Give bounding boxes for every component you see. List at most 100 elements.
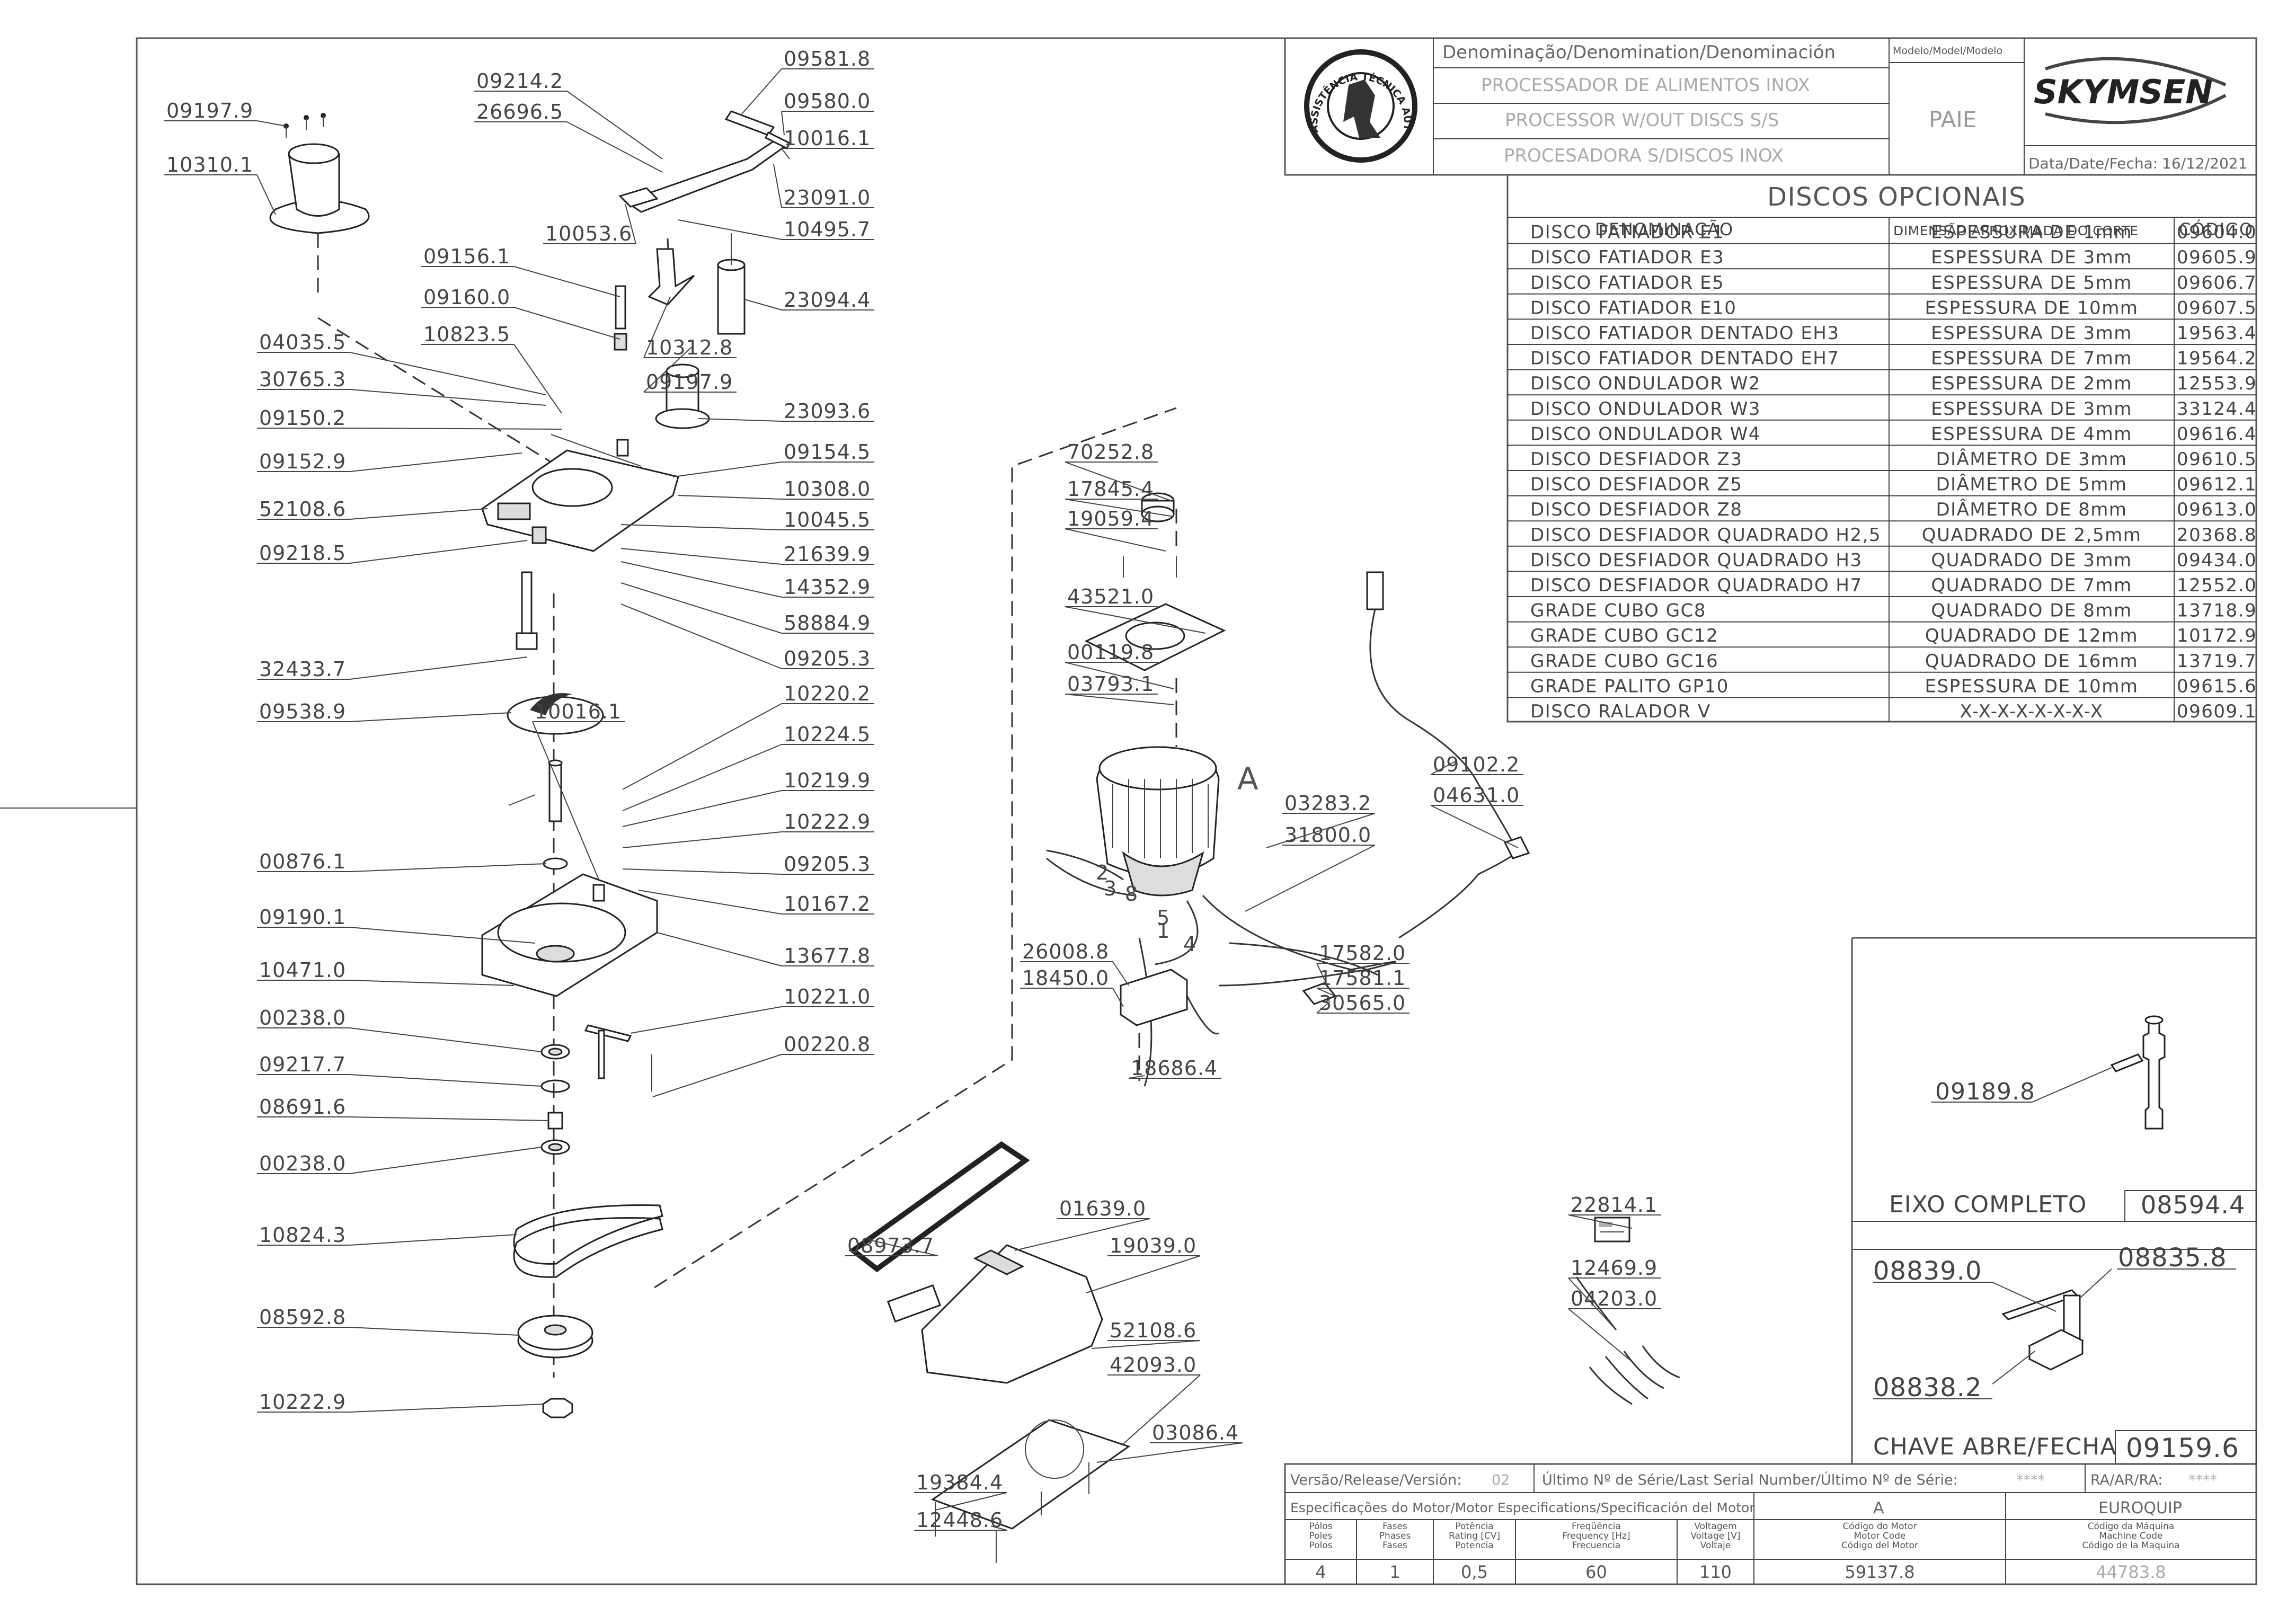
part-number-label: 18450.0	[1022, 966, 1109, 990]
disc-row-name: GRADE CUBO GC12	[1530, 625, 1718, 646]
spec-header: Voltage [V]	[1690, 1531, 1740, 1541]
part-number-label: 18686.4	[1131, 1057, 1218, 1080]
wire-number: 1	[1157, 919, 1170, 943]
spec-header: Voltagem	[1694, 1521, 1736, 1532]
motor-specs-label: Especificações do Motor/Motor Especifica…	[1290, 1500, 1755, 1515]
disc-row-dimension: ESPESSURA DE 5mm	[1931, 272, 2132, 294]
part-number-label: 03283.2	[1284, 792, 1371, 815]
serial-label: Último Nº de Série/Last Serial Number/Úl…	[1542, 1471, 1958, 1488]
part-number-label: 10222.9	[784, 810, 871, 833]
part-number-label: 08973.7	[847, 1234, 934, 1257]
part-number-label: 30765.3	[259, 368, 346, 391]
part-number-label: 09197.9	[646, 370, 733, 394]
part-number-label: 23094.4	[784, 288, 871, 312]
part-number-label: 23091.0	[784, 186, 871, 209]
disc-row-name: DISCO FATIADOR E1	[1530, 222, 1724, 243]
spec-header: Polos	[1309, 1540, 1332, 1551]
part-number-label: 30565.0	[1319, 991, 1406, 1015]
wire-number: 3	[1104, 877, 1117, 900]
part-number-label: 09218.5	[259, 542, 346, 565]
disc-row-dimension: ESPESSURA DE 1mm	[1931, 222, 2132, 243]
disc-row-dimension: ESPESSURA DE 3mm	[1931, 323, 2132, 344]
col-code: CÓDIGO	[2179, 219, 2254, 239]
part-number-label: 10224.5	[784, 723, 871, 746]
part-number-label: 09581.8	[784, 47, 871, 70]
part-number-label: 10221.0	[784, 985, 871, 1008]
key-code: 09159.6	[2126, 1433, 2239, 1463]
shaft-title: EIXO COMPLETO	[1889, 1191, 2087, 1218]
disc-row-dimension: ESPESSURA DE 3mm	[1931, 247, 2132, 268]
part-number-label: 09156.1	[423, 245, 510, 268]
disc-row-code: 20368.8	[2177, 525, 2257, 546]
ra-value: ****	[2188, 1472, 2217, 1488]
spec-header: Código de la Maquina	[2082, 1540, 2179, 1551]
disc-row-name: DISCO FATIADOR E10	[1530, 297, 1736, 318]
part-number-label: 10312.8	[646, 336, 733, 359]
spec-header: Fases	[1382, 1521, 1407, 1532]
disc-row-code: 13719.7	[2177, 651, 2257, 672]
part-number-label: 43521.0	[1067, 585, 1154, 608]
part-number-label: 00876.1	[259, 850, 346, 873]
disc-row-dimension: QUADRADO DE 16mm	[1925, 651, 2138, 672]
part-number-label: 19039.0	[1110, 1234, 1196, 1257]
part-number-label: 23093.6	[784, 400, 871, 423]
wire-number: 2	[1096, 861, 1109, 884]
authorized-service-seal: ASSISTÊNCIA TÉCNICA AUTORIZADA	[0, 0, 1417, 163]
part-number-label: 09197.9	[166, 99, 253, 122]
part-number-label: 04035.5	[259, 331, 346, 354]
disc-row-dimension: ESPESSURA DE 3mm	[1931, 398, 2132, 420]
part-number-label: 10824.3	[259, 1223, 346, 1247]
spec-value: 0,5	[1461, 1562, 1488, 1582]
shaft-code: 08594.4	[2141, 1191, 2245, 1219]
spec-header: Potencia	[1455, 1540, 1493, 1551]
part-number-label: 42093.0	[1110, 1353, 1196, 1377]
denomination-title: Denominação/Denomination/Denominación	[1442, 42, 1836, 63]
left-assembly-parts	[269, 110, 791, 1418]
name-en: PROCESSOR W/OUT DISCS S/S	[1505, 110, 1779, 131]
part-number-label: 14352.9	[784, 575, 871, 599]
disc-row-dimension: QUADRADO DE 2,5mm	[1922, 525, 2142, 546]
optional-discs-table: DISCOS OPCIONAIS DENOMINAÇÃO DIMENSÃO AP…	[1506, 174, 2257, 723]
spec-header: Rating [CV]	[1449, 1531, 1500, 1541]
part-number-label: 10495.7	[784, 218, 871, 241]
disc-row-code: 09613.0	[2177, 499, 2257, 520]
spec-value: 1	[1389, 1562, 1400, 1582]
disc-row-name: DISCO DESFIADOR Z8	[1530, 499, 1743, 520]
part-number-label: 19059.4	[1067, 507, 1154, 530]
name-pt: PROCESSADOR DE ALIMENTOS INOX	[1481, 75, 1810, 96]
spec-value: 44783.8	[2096, 1562, 2166, 1582]
spec-header: Potência	[1455, 1521, 1493, 1532]
disc-row-name: DISCO DESFIADOR QUADRADO H3	[1530, 549, 1863, 571]
spec-value: 59137.8	[1845, 1562, 1914, 1582]
date-label: Data/Date/Fecha:	[2028, 155, 2158, 172]
disc-row-dimension: ESPESSURA DE 2mm	[1931, 373, 2132, 394]
motor-letter: A	[1873, 1499, 1884, 1517]
spec-header: Frecuencia	[1572, 1540, 1620, 1551]
brand-logo: SKYMSEN	[2034, 73, 2213, 111]
disc-row-name: GRADE PALITO GP10	[1530, 676, 1729, 697]
disc-row-dimension: ESPESSURA DE 10mm	[1925, 676, 2139, 697]
disc-row-code: 33124.4	[2177, 398, 2257, 420]
part-number-label: 04203.0	[1571, 1287, 1657, 1310]
disc-row-code: 09609.1	[2177, 701, 2257, 722]
motor-assembly	[848, 492, 1680, 1563]
disc-row-name: DISCO FATIADOR E5	[1530, 272, 1724, 294]
part-number-label: 10823.5	[423, 323, 510, 346]
disc-row-dimension: QUADRADO DE 7mm	[1931, 575, 2132, 596]
part-number-label: 10016.1	[535, 700, 622, 723]
machine-name: EUROQUIP	[2098, 1499, 2182, 1517]
disc-row-dimension: QUADRADO DE 3mm	[1931, 549, 2132, 571]
spec-header: Código do Motor	[1842, 1521, 1917, 1532]
disc-row-name: DISCO FATIADOR E3	[1530, 247, 1724, 268]
part-number-label: 09205.3	[784, 647, 871, 670]
key-title: CHAVE ABRE/FECHA	[1873, 1433, 2116, 1460]
disc-row-name: DISCO ONDULADOR W3	[1530, 398, 1761, 420]
disc-row-name: GRADE CUBO GC16	[1530, 651, 1718, 672]
serial-value: ****	[2016, 1472, 2045, 1488]
disc-row-dimension: QUADRADO DE 8mm	[1931, 600, 2132, 622]
part-number-label: 10220.2	[784, 682, 871, 705]
disc-row-code: 12553.9	[2177, 373, 2257, 394]
disc-row-name: DISCO DESFIADOR QUADRADO H7	[1530, 575, 1863, 596]
part-number-label: 70252.8	[1067, 440, 1154, 464]
part-number-label: 58884.9	[784, 611, 871, 635]
